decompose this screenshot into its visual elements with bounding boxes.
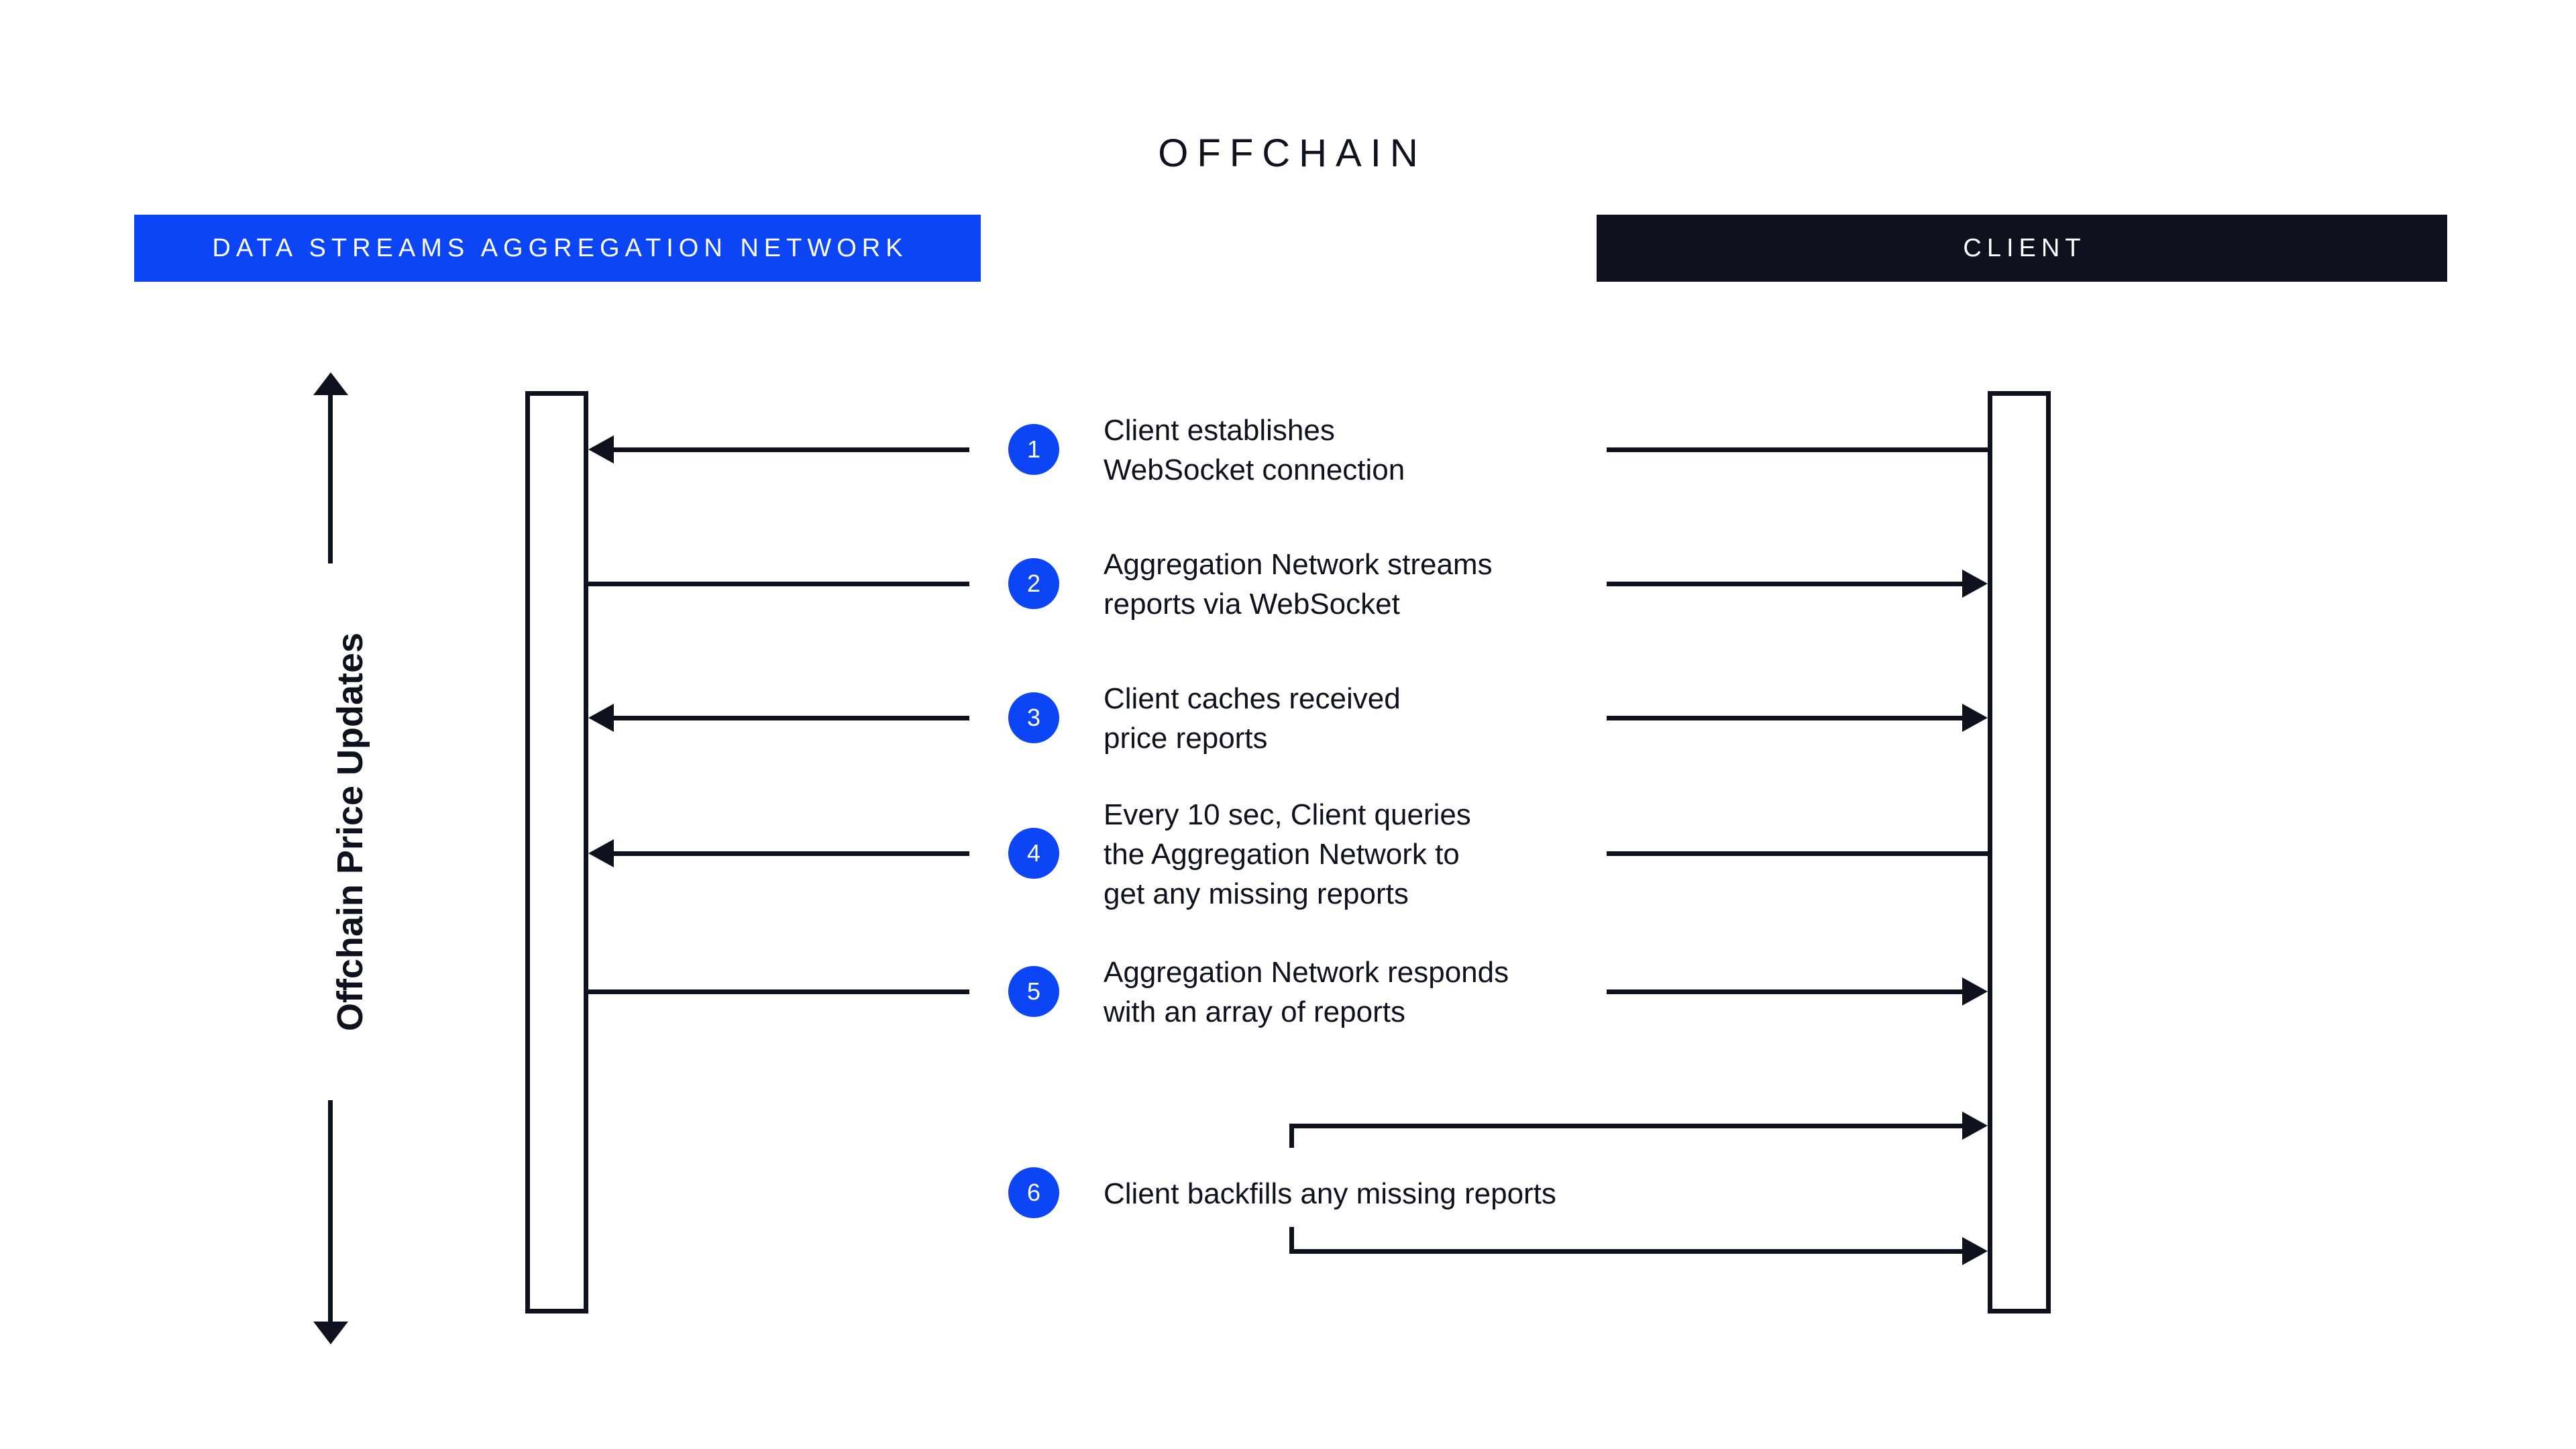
arrowhead-left-icon <box>588 435 614 464</box>
lane-header-aggregation-network: DATA STREAMS AGGREGATION NETWORK <box>134 215 981 282</box>
arrowhead-left-icon <box>588 704 614 732</box>
step-badge-1: 1 <box>1008 424 1059 475</box>
message-line-5-left <box>588 989 969 994</box>
lane-header-client: CLIENT <box>1597 215 2447 282</box>
message-line-3-left <box>614 716 969 720</box>
step-badge-6: 6 <box>1008 1167 1059 1218</box>
step-caption-2: Aggregation Network streams reports via … <box>1104 548 1493 621</box>
message-line-3-right <box>1607 716 1962 720</box>
step-caption-1: Client establishes WebSocket connection <box>1104 414 1405 486</box>
arrowhead-right-icon <box>1962 1112 1988 1140</box>
arrowhead-right-icon <box>1962 1237 1988 1265</box>
message-line-4-left <box>614 851 969 856</box>
message-line-2-right <box>1607 582 1962 586</box>
step-caption-5: Aggregation Network responds with an arr… <box>1104 956 1509 1028</box>
message-line-6-bottom <box>1289 1249 1962 1254</box>
axis-label: Offchain Price Updates <box>320 564 380 1100</box>
page-title: OFFCHAIN <box>1158 131 1427 175</box>
lifeline-aggregation-network <box>525 391 588 1313</box>
arrowhead-left-icon <box>588 839 614 867</box>
step-badge-2: 2 <box>1008 558 1059 609</box>
loop-stub-top <box>1289 1124 1294 1148</box>
message-line-4-right <box>1607 851 1992 856</box>
lifeline-client <box>1988 391 2051 1313</box>
loop-stub-bottom <box>1289 1227 1294 1251</box>
message-line-2-left <box>588 582 969 586</box>
step-badge-4: 4 <box>1008 828 1059 879</box>
arrowhead-right-icon <box>1962 704 1988 732</box>
arrow-up-icon <box>313 372 348 395</box>
arrowhead-right-icon <box>1962 977 1988 1006</box>
step-badge-3: 3 <box>1008 692 1059 743</box>
step-caption-3: Client caches received price reports <box>1104 682 1401 755</box>
message-line-6-top <box>1289 1124 1962 1128</box>
step-caption-6: Client backfills any missing reports <box>1104 1177 1556 1210</box>
step-badge-5: 5 <box>1008 966 1059 1017</box>
message-line-1-right <box>1607 447 1992 452</box>
message-line-1-left <box>614 447 969 452</box>
message-line-5-right <box>1607 989 1962 994</box>
arrowhead-right-icon <box>1962 570 1988 598</box>
step-caption-4: Every 10 sec, Client queries the Aggrega… <box>1104 798 1471 910</box>
offchain-price-updates-axis: Offchain Price Updates <box>303 372 380 1345</box>
arrow-down-icon <box>313 1322 348 1344</box>
